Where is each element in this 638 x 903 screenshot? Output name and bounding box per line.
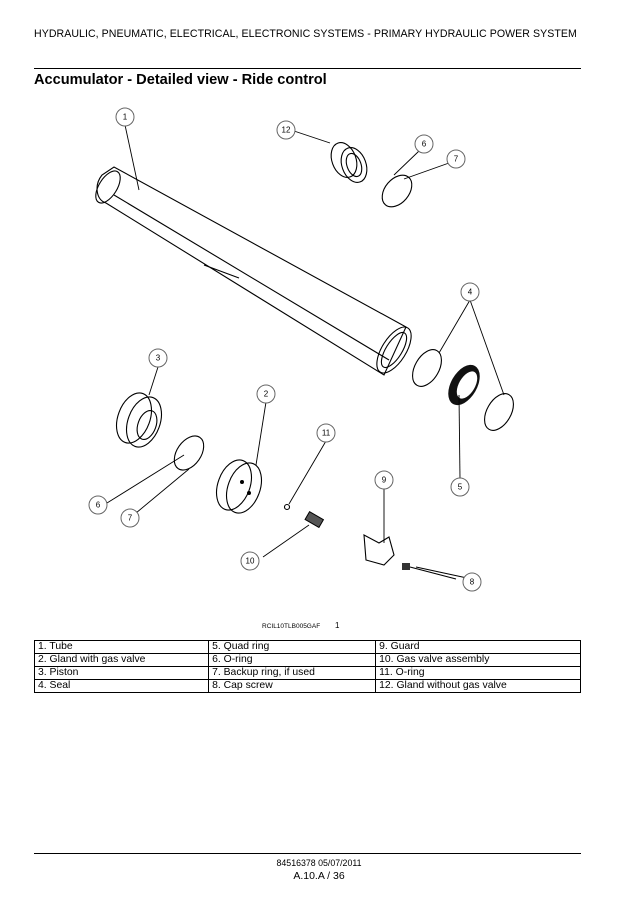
svg-text:11: 11 <box>322 429 331 438</box>
table-cell: 11. O-ring <box>375 666 581 680</box>
svg-text:2: 2 <box>264 390 269 399</box>
seal-ring-left-part <box>412 349 442 387</box>
callout-5: 5 <box>450 477 470 497</box>
callout-3: 3 <box>148 348 168 368</box>
svg-text:6: 6 <box>96 501 101 510</box>
table-cell: 10. Gas valve assembly <box>375 653 581 667</box>
table-cell: 3. Piston <box>33 666 210 680</box>
table-cell: 7. Backup ring, if used <box>208 666 377 680</box>
figure-number: 1 <box>335 621 340 630</box>
table-row: 2. Gland with gas valve 6. O-ring 10. Ga… <box>33 653 581 667</box>
svg-text:1: 1 <box>123 113 128 122</box>
svg-text:7: 7 <box>454 155 459 164</box>
page-title: Accumulator - Detailed view - Ride contr… <box>34 72 327 88</box>
parts-legend-table: 1. Tube 5. Quad ring 9. Guard 2. Gland w… <box>33 640 581 693</box>
svg-text:10: 10 <box>246 557 255 566</box>
small-o-ring-part <box>283 503 291 511</box>
svg-text:5: 5 <box>458 483 463 492</box>
callout-7-lower: 7 <box>120 508 140 528</box>
accumulator-diagram: 1 12 6 7 4 3 2 11 9 5 6 7 10 8 <box>88 107 514 592</box>
table-cell: 6. O-ring <box>208 653 377 667</box>
callout-9: 9 <box>374 470 394 490</box>
svg-text:7: 7 <box>128 514 133 523</box>
piston-part <box>115 392 163 448</box>
svg-text:4: 4 <box>468 288 473 297</box>
table-cell: 8. Cap screw <box>208 679 377 693</box>
table-cell: 9. Guard <box>375 640 581 654</box>
svg-text:8: 8 <box>470 578 475 587</box>
callout-8: 8 <box>462 572 482 592</box>
table-cell: 4. Seal <box>33 679 210 693</box>
table-cell: 2. Gland with gas valve <box>33 653 210 667</box>
svg-text:3: 3 <box>156 354 161 363</box>
cap-screw-part <box>402 563 457 580</box>
callout-12: 12 <box>276 120 296 140</box>
table-row: 3. Piston 7. Backup ring, if used 11. O-… <box>33 666 581 680</box>
svg-text:6: 6 <box>422 140 427 149</box>
footer-doc-code: 84516378 05/07/2011 <box>276 858 362 868</box>
callout-2: 2 <box>256 384 276 404</box>
section-header: HYDRAULIC, PNEUMATIC, ELECTRICAL, ELECTR… <box>34 28 577 40</box>
gas-valve-part <box>304 510 325 529</box>
svg-text:12: 12 <box>282 126 291 135</box>
seal-ring-right-part <box>484 393 514 431</box>
tube-part <box>95 166 412 376</box>
table-cell: 5. Quad ring <box>208 640 377 654</box>
header-rule <box>34 68 581 69</box>
table-cell: 12. Gland without gas valve <box>375 679 581 693</box>
footer-rule <box>34 853 581 854</box>
callout-11: 11 <box>316 423 336 443</box>
svg-text:9: 9 <box>382 476 387 485</box>
callout-6-upper: 6 <box>414 134 434 154</box>
table-row: 1. Tube 5. Quad ring 9. Guard <box>33 640 581 654</box>
gland-with-valve-part <box>215 459 263 514</box>
table-row: 4. Seal 8. Cap screw 12. Gland without g… <box>33 679 581 693</box>
guard-part <box>363 534 395 566</box>
footer-page-number: A.10.A / 36 <box>293 870 345 882</box>
exploded-view-figure: 1 12 6 7 4 3 2 11 9 5 6 7 10 8 <box>44 95 589 640</box>
callout-6-lower: 6 <box>88 495 108 515</box>
callout-10: 10 <box>240 551 260 571</box>
figure-reference-code: RCIL10TLB005GAF <box>262 623 321 630</box>
lower-ring-part <box>173 435 205 471</box>
callout-1: 1 <box>115 107 135 127</box>
callout-4: 4 <box>460 282 480 302</box>
quad-ring-part <box>448 364 480 406</box>
table-cell: 1. Tube <box>33 640 210 654</box>
callout-7-upper: 7 <box>446 149 466 169</box>
gland-without-valve-part <box>330 142 368 183</box>
